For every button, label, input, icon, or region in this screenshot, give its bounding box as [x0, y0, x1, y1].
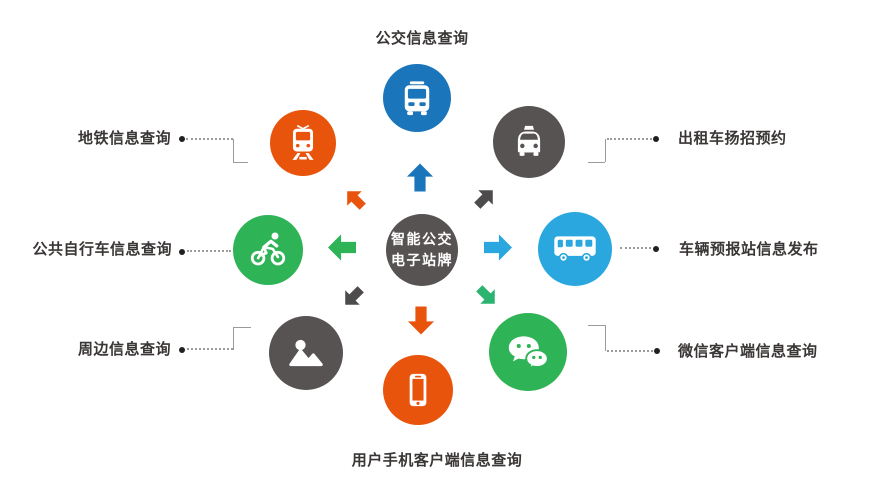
arrow-down-icon	[407, 306, 435, 335]
metro-info-circle	[270, 110, 336, 176]
smartphone-icon	[409, 373, 427, 407]
wechat-connector-elbow	[605, 325, 606, 351]
arrow-up-icon	[406, 163, 434, 192]
arrival-connector-line	[620, 247, 651, 249]
bicycle-connector-line	[187, 250, 231, 252]
bus-info-label: 公交信息查询	[375, 30, 469, 47]
phone-info-label: 用户手机客户端信息查询	[351, 452, 523, 469]
arrow-left-icon	[328, 234, 357, 262]
wechat-icon	[508, 336, 549, 371]
bus-side-icon	[554, 236, 596, 263]
wechat-connector-dot	[654, 348, 660, 354]
bicycle-connector-dot	[179, 249, 185, 255]
bicycle-info-circle	[233, 215, 303, 285]
bus-info-circle	[383, 64, 451, 132]
taxi-connector-stub	[588, 162, 605, 163]
hub-circle: 智能公交 电子站牌	[386, 214, 458, 286]
arrival-connector-dot	[653, 246, 659, 252]
metro-connector-line	[186, 138, 233, 140]
nearby-info-label: 周边信息查询	[77, 341, 171, 358]
wechat-info-circle	[489, 313, 567, 391]
nearby-connector-line	[187, 348, 233, 350]
metro-connector-stub	[233, 162, 248, 163]
nearby-info-circle	[269, 316, 343, 390]
nearby-connector-stub	[233, 327, 251, 328]
metro-info-label: 地铁信息查询	[77, 130, 171, 147]
arrival-info-circle	[538, 212, 612, 286]
nearby-connector-dot	[179, 347, 185, 353]
taxi-connector-elbow	[605, 139, 606, 162]
metro-train-icon	[292, 124, 314, 160]
wechat-info-label: 微信客户端信息查询	[678, 343, 818, 360]
photo-icon	[289, 339, 323, 367]
bicycle-rider-icon	[250, 232, 286, 266]
arrow-up-left-icon	[339, 183, 370, 214]
nearby-connector-elbow	[233, 327, 234, 350]
taxi-label: 出租车扬招预约	[678, 130, 787, 147]
bicycle-info-label: 公共自行车信息查询	[32, 241, 172, 258]
arrow-up-right-icon	[469, 182, 500, 213]
arrow-down-left-icon	[337, 281, 368, 312]
taxi-connector-dot	[653, 136, 659, 142]
hub-title-line2: 电子站牌	[391, 252, 453, 268]
arrival-info-label: 车辆预报站信息发布	[679, 241, 819, 258]
hub-title-line1: 智能公交	[391, 231, 453, 247]
taxi-connector-line	[607, 138, 652, 140]
wechat-connector-stub	[588, 325, 605, 326]
metro-connector-elbow	[233, 139, 234, 162]
arrow-right-icon	[484, 234, 513, 262]
arrow-down-right-icon	[471, 280, 502, 311]
taxi-icon	[517, 125, 541, 156]
metro-connector-dot	[179, 136, 185, 142]
wechat-connector-line	[607, 350, 653, 352]
taxi-circle	[493, 106, 565, 178]
phone-info-circle	[383, 355, 453, 425]
bus-front-icon	[404, 81, 430, 116]
